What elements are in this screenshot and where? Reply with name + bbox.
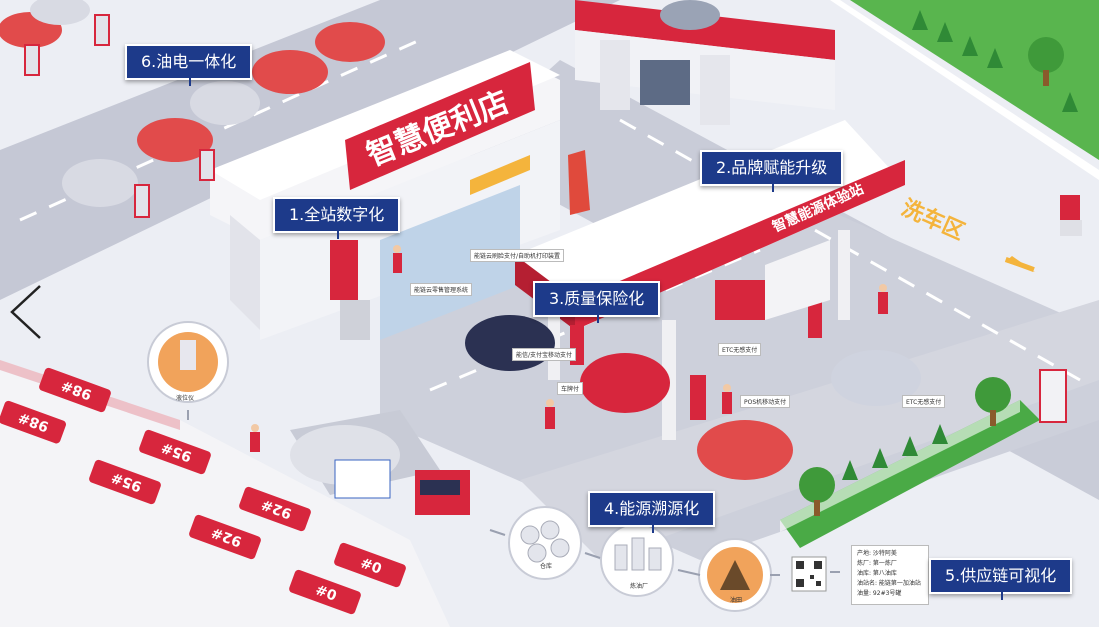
- car-pay-label: 车牌付: [557, 382, 584, 395]
- oilfield-label: 油田: [730, 597, 743, 604]
- fuel-grade-label: 0#: [314, 580, 340, 602]
- tank-gauge-label: 液位仪: [176, 395, 195, 402]
- info-line: 油量: 92#3号罐: [857, 590, 902, 597]
- pay-terminal-label: 能信/支付宝移动支付: [512, 348, 577, 361]
- etc-pay-label: ETC无感支付: [718, 343, 762, 356]
- fuel-grade-label: 0#: [359, 553, 385, 575]
- retail-system-label: 能链云零售管理系统: [410, 283, 473, 296]
- chevron-left-icon[interactable]: [8, 282, 48, 342]
- callout-digitization[interactable]: 1.全站数字化: [273, 197, 401, 239]
- depot-label: 仓库: [540, 563, 553, 570]
- mobile-pay-label: 能链云刷脸支付/自助机打印装置: [470, 249, 565, 262]
- info-line: 产地: 沙特阿美: [857, 550, 897, 557]
- etc-pay-label: ETC无感支付: [902, 395, 946, 408]
- info-line: 油站名: 能链第一加油站: [857, 580, 921, 587]
- callout-fuel-electric[interactable]: 6.油电一体化: [125, 44, 253, 86]
- supply-info-card: 产地: 沙特阿美 炼厂: 第一炼厂 油库: 第八油库 油站名: 能链第一加油站 …: [851, 545, 929, 605]
- direction-arrow-bar: [1004, 256, 1035, 272]
- pos-pay-label: POS机移动支付: [740, 395, 791, 408]
- callout-brand-upgrade[interactable]: 2.品牌赋能升级: [700, 150, 844, 192]
- depot-bubble: [508, 506, 582, 580]
- info-line: 炼厂: 第一炼厂: [857, 560, 897, 567]
- callout-quality-assurance[interactable]: 3.质量保险化: [533, 281, 661, 323]
- callout-energy-traceability[interactable]: 4.能源溯源化: [588, 491, 716, 533]
- info-line: 油库: 第八油库: [857, 570, 897, 577]
- refinery-label: 炼油厂: [630, 583, 649, 590]
- callout-supply-chain[interactable]: 5.供应链可视化: [929, 558, 1073, 600]
